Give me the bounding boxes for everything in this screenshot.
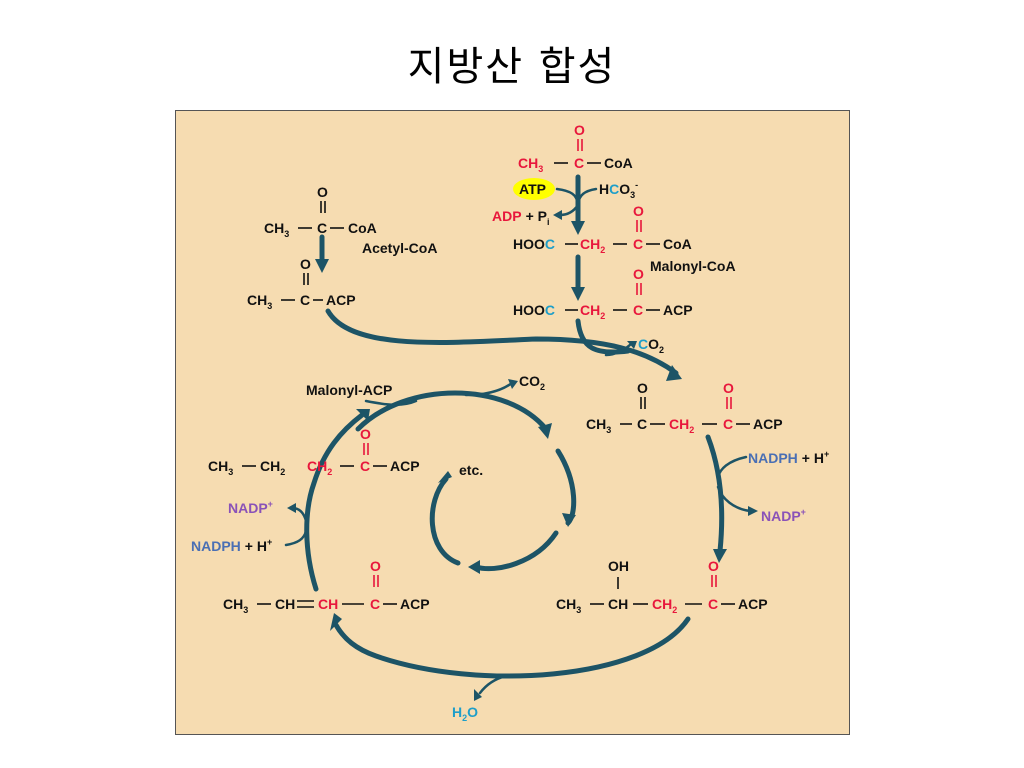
nadph-label-left: NADPH+ H+ [191,537,272,554]
svg-text:CH2: CH2 [652,596,677,615]
svg-text:CH3: CH3 [586,416,611,435]
svg-text:C: C [708,596,718,612]
svg-text:CH2: CH2 [580,302,605,321]
acetoacetyl-acp: O O CH3 C CH2 C ACP [586,380,783,435]
svg-text:CH3: CH3 [247,292,272,311]
carbonyl-oxygen: O [574,122,585,138]
svg-text:C: C [360,458,370,474]
nadp-label-left: NADP+ [228,499,273,516]
bicarbonate-label: HCO3- [599,180,638,200]
malonyl-coa-label: Malonyl-CoA [650,258,736,274]
acetyl-coa-top: O CH3 C CoA [518,122,633,174]
dehydration-arrow [333,616,691,679]
nadph-label-right: NADPH+ H+ [748,449,829,466]
svg-text:HOOC: HOOC [513,236,555,252]
page-title: 지방산 합성 [407,44,617,90]
acetyl-coa-left: O CH3 C CoA Acetyl-CoA [264,184,437,256]
svg-text:CH2: CH2 [580,236,605,255]
spiral-arrow-2 [555,448,577,526]
svg-text:O: O [360,426,371,442]
svg-text:CH2: CH2 [260,458,285,477]
svg-text:ACP: ACP [753,416,783,432]
condensation-arrow [325,308,679,376]
atp-highlight [513,178,555,200]
svg-text:CH: CH [275,596,295,612]
svg-text:CH: CH [318,596,338,612]
etc-label: etc. [459,462,483,478]
co2-label-1: CO2 [638,336,664,355]
svg-text:C: C [633,236,643,252]
svg-text:CH3: CH3 [556,596,581,615]
svg-text:ACP: ACP [390,458,420,474]
malonyl-acp-top: O HOOC CH2 C ACP [513,266,693,321]
svg-text:CH3: CH3 [208,458,233,477]
butyryl-acp: O CH3 CH2 CH2 C ACP [208,426,420,477]
svg-text:CH: CH [608,596,628,612]
svg-text:O: O [633,203,644,219]
svg-text:O: O [633,266,644,282]
acetyl-coa-label: Acetyl-CoA [362,240,437,256]
svg-text:ACP: ACP [663,302,693,318]
acetyl-acp: O CH3 C ACP [247,256,356,311]
nadp-label-right: NADP+ [761,507,806,524]
svg-text:C: C [637,416,647,432]
methyl-group: CH3 [518,155,543,174]
svg-text:C: C [300,292,310,308]
svg-text:O: O [300,256,311,272]
svg-text:O: O [317,184,328,200]
atp-label: ATP [519,181,546,197]
svg-text:CoA: CoA [663,236,692,252]
svg-text:O: O [370,558,381,574]
svg-text:ACP: ACP [738,596,768,612]
svg-text:ACP: ACP [400,596,430,612]
svg-text:O: O [708,558,719,574]
spiral-arrow-4 [429,476,461,566]
svg-text:O: O [637,380,648,396]
svg-text:CH3: CH3 [264,220,289,239]
svg-text:C: C [370,596,380,612]
svg-text:CH3: CH3 [223,596,248,615]
svg-text:C: C [633,302,643,318]
svg-text:CH2: CH2 [669,416,694,435]
carbonyl-carbon: C [574,155,584,171]
svg-text:O: O [723,380,734,396]
coa-group: CoA [604,155,633,171]
reduction-arrow [705,434,725,554]
spiral-arrow-3 [473,530,559,572]
svg-text:HOOC: HOOC [513,302,555,318]
svg-text:CoA: CoA [348,220,377,236]
svg-text:C: C [723,416,733,432]
second-reduction-arrow [304,412,365,592]
enoyl-acp: O CH3 CH CH C ACP [223,558,430,615]
adp-pi-label: ADP+ Pi [492,208,549,227]
svg-text:ACP: ACP [326,292,356,308]
svg-text:C: C [317,220,327,236]
malonyl-acp-label: Malonyl-ACP [306,382,392,398]
h2o-label: H2O [452,704,478,723]
malonyl-coa: O HOOC CH2 C CoA Malonyl-CoA [513,203,736,274]
svg-text:CH2: CH2 [307,458,332,477]
svg-text:OH: OH [608,558,629,574]
co2-label-2: CO2 [519,373,545,392]
spiral-arrow-1 [355,390,549,432]
fatty-acid-synthesis-diagram: O CH3 C CoA ATP HCO3- ADP+ Pi O HOOC CH2… [175,110,850,735]
hydroxyacyl-acp: OH O CH3 CH CH2 C ACP [556,558,768,615]
